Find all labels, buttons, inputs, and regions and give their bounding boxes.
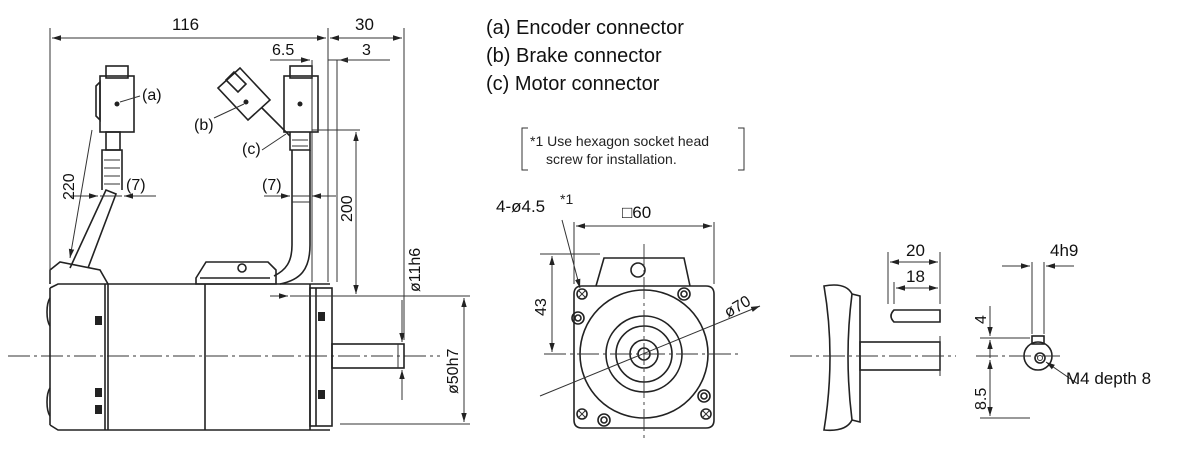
dim-200: 200 [339,195,356,222]
dim-220: 220 [61,173,78,200]
square-60-label: □60 [622,203,651,222]
dim-30: 30 [355,15,374,34]
legend-motor: (c) Motor connector [486,73,660,95]
dim-4: 4 [973,315,990,324]
label-motor-c: (c) [242,141,261,158]
motor-cable [261,65,319,285]
key-slot [890,309,941,323]
dim-7-motor: (7) [262,177,282,194]
encoder-cable [69,131,123,269]
dia-pilot-label: ø50h7 [445,349,462,394]
side-view: 116 30 6.5 3 220 200 (7) (7) ø11h6 ø50h7… [8,15,470,431]
legend-brake: (b) Brake connector [486,45,662,67]
motor-shaft [331,343,405,369]
encoder-connector [95,65,141,133]
installation-note: *1 Use hexagon socket head screw for ins… [521,127,745,171]
side-dimensions [49,28,470,425]
connector-base [49,261,277,285]
front-view: 4-ø4.5 *1 □60 43 ø70 [496,191,761,440]
dim-8-5: 8.5 [973,388,990,410]
shaft-end-view: 4h9 4 8.5 M4 depth 8 [973,241,1151,419]
legend-encoder: (a) Encoder connector [486,17,684,39]
label-brake-b: (b) [194,117,214,134]
dim-116: 116 [172,15,199,34]
label-encoder-a: (a) [142,87,162,104]
dim-20: 20 [906,241,925,260]
dia-shaft-label: ø11h6 [407,248,424,292]
motor-body [46,283,333,431]
note-line-2: screw for installation. [546,151,677,167]
dim-7-encoder: (7) [126,177,146,194]
dim-43: 43 [533,298,550,316]
key-4h9-label: 4h9 [1050,241,1078,260]
connector-legend: (a) Encoder connector (b) Brake connecto… [486,17,684,95]
key-end [1031,335,1045,345]
front-connector-boss [595,257,691,287]
mounting-hole-bl [571,311,588,420]
dim-3: 3 [362,42,371,59]
mounting-hole-tl [576,288,588,300]
brake-connector [213,66,291,137]
dim-18: 18 [906,267,925,286]
pcd-70-label: ø70 [722,293,754,322]
holes-note-ref: *1 [560,191,573,207]
shaft-detail-view: 20 18 [790,241,956,432]
tap-m4-label: M4 depth 8 [1066,369,1151,388]
mounting-hole-br [597,389,712,427]
mounting-hole-tr [677,287,691,301]
dim-6-5: 6.5 [272,42,294,59]
flange-square [573,285,715,429]
note-line-1: *1 Use hexagon socket head [530,133,709,149]
holes-label: 4-ø4.5 [496,197,545,216]
